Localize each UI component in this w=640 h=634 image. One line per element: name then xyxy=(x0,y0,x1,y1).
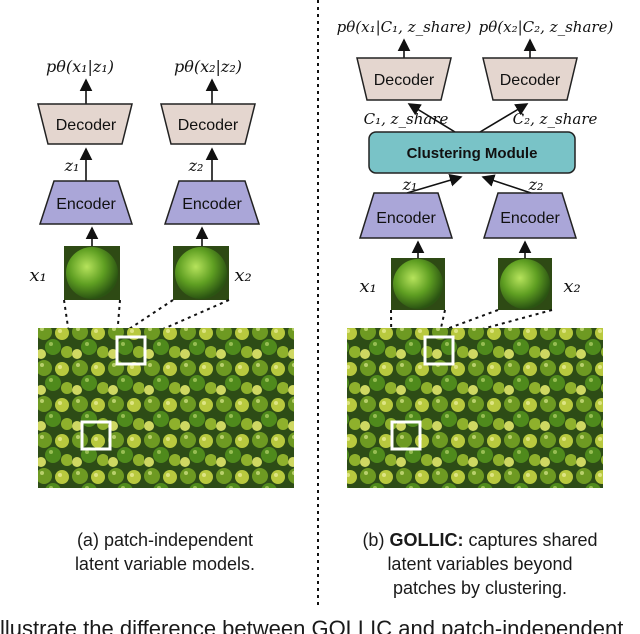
right-arrow-enc2-to-module xyxy=(481,174,532,194)
right-output-2: pθ(x₂|C₂, z_share) xyxy=(479,18,614,36)
left-latent-1: z₁ xyxy=(64,156,80,175)
right-latent-1: z₁ xyxy=(402,175,418,194)
right-decoder-2-label: Decoder xyxy=(500,72,561,89)
left-input-1: x₁ xyxy=(29,265,46,286)
left-patch-2 xyxy=(173,246,229,300)
left-decoder-2 xyxy=(160,103,256,145)
left-patch-1 xyxy=(64,246,120,300)
left-caption-line-2: latent variable models. xyxy=(74,554,256,574)
right-arrow-enc1-to-module xyxy=(406,174,463,194)
right-caption-line-3: patches by clustering. xyxy=(392,578,568,598)
right-caption-rest: captures shared xyxy=(468,530,598,550)
right-encoder-2-label: Encoder xyxy=(500,210,560,227)
right-patch-highlight-1 xyxy=(390,420,422,451)
right-decoder-input-1: C₁, z_share xyxy=(364,110,449,128)
left-caption-line-1: (a) patch-independent xyxy=(76,530,254,550)
right-patch-1 xyxy=(391,258,445,310)
right-latent-2: z₂ xyxy=(528,175,544,194)
right-arrow-module-to-dec2 xyxy=(479,103,529,133)
right-decoder-1-label: Decoder xyxy=(374,72,435,89)
left-caption: (a) patch-independent latent variable mo… xyxy=(20,528,310,576)
left-patch-highlight-2 xyxy=(115,335,147,366)
right-patch-2 xyxy=(498,258,552,310)
right-decoder-1 xyxy=(356,57,452,101)
left-patch-connectors xyxy=(63,299,230,423)
clustering-module xyxy=(368,131,576,174)
right-output-1: pθ(x₁|C₁, z_share) xyxy=(337,18,472,36)
left-input-2: x₂ xyxy=(234,265,251,286)
left-decoder-1 xyxy=(37,103,133,145)
right-caption: (b) GOLLIC: captures shared latent varia… xyxy=(325,528,635,600)
right-decoder-2 xyxy=(482,57,578,101)
right-caption-line-1: (b) GOLLIC: captures shared xyxy=(325,528,635,552)
left-output-2: pθ(x₂|z₂) xyxy=(174,57,242,76)
left-encoder-2 xyxy=(163,180,261,225)
left-panel: pθ(x₁|z₁) pθ(x₂|z₂) Decoder Decoder z₁ z… xyxy=(29,57,294,488)
left-encoder-1 xyxy=(38,180,134,225)
right-input-1: x₁ xyxy=(359,276,376,297)
cut-off-body-text: llustrate the difference between GOLLIC … xyxy=(0,616,640,634)
left-decoder-2-label: Decoder xyxy=(178,117,239,134)
right-caption-prefix: (b) xyxy=(362,530,385,550)
right-decoder-input-2: C₂, z_share xyxy=(513,110,598,128)
right-panel: pθ(x₁|C₁, z_share) pθ(x₂|C₂, z_share) De… xyxy=(337,18,614,488)
left-source-image xyxy=(38,328,294,488)
right-source-image xyxy=(347,328,603,488)
right-patch-highlight-2 xyxy=(423,335,455,366)
cut-off-body-text-content: llustrate the difference between GOLLIC … xyxy=(0,616,624,634)
right-caption-bold: GOLLIC: xyxy=(389,530,464,550)
right-encoder-2 xyxy=(482,192,578,239)
clustering-module-label: Clustering Module xyxy=(407,145,538,162)
right-arrow-module-to-dec1 xyxy=(407,103,456,133)
left-encoder-1-label: Encoder xyxy=(56,196,116,213)
right-input-2: x₂ xyxy=(563,276,580,297)
left-latent-2: z₂ xyxy=(188,156,204,175)
right-encoder-1 xyxy=(358,192,454,239)
left-patch-highlight-1 xyxy=(80,420,112,451)
right-caption-line-2: latent variables beyond xyxy=(387,554,573,574)
left-decoder-1-label: Decoder xyxy=(56,117,117,134)
right-encoder-1-label: Encoder xyxy=(376,210,436,227)
left-encoder-2-label: Encoder xyxy=(182,196,242,213)
left-output-1: pθ(x₁|z₁) xyxy=(46,57,114,76)
